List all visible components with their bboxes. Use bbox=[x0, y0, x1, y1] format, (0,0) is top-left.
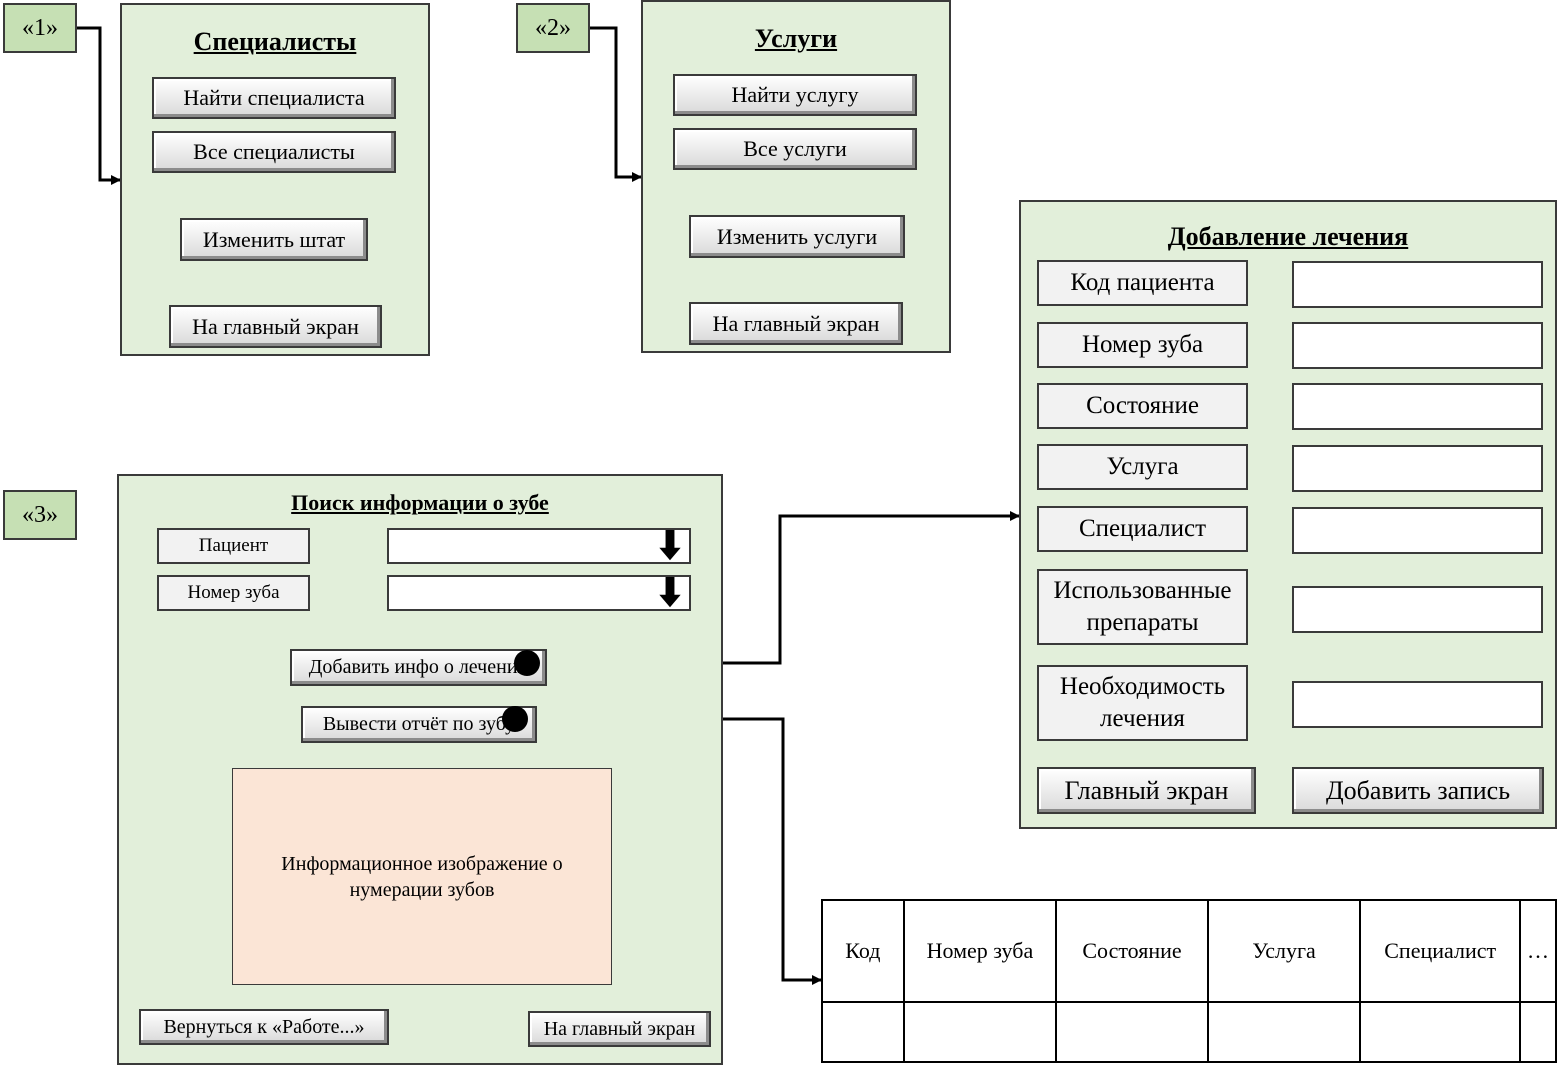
specialists-panel: Специалисты Найти специалиста Все специа… bbox=[120, 3, 430, 356]
specialist-input[interactable] bbox=[1292, 507, 1543, 554]
field-label-treatment-need: Необходимость лечения bbox=[1037, 665, 1248, 741]
add-record-button[interactable]: Добавить запись bbox=[1292, 767, 1544, 814]
change-services-button[interactable]: Изменить услуги bbox=[689, 215, 905, 258]
find-specialist-button[interactable]: Найти специалиста bbox=[152, 77, 396, 119]
table-header-row: Код Номер зуба Состояние Услуга Специали… bbox=[821, 899, 1557, 1003]
add-treatment-panel: Добавление лечения Код пациента Номер зу… bbox=[1019, 200, 1557, 829]
connector-2 bbox=[590, 26, 642, 182]
table-row bbox=[821, 1001, 1557, 1063]
back-to-work-button[interactable]: Вернуться к «Работе...» bbox=[139, 1009, 389, 1045]
tag-2: «2» bbox=[516, 3, 590, 53]
tooth-number-select[interactable] bbox=[387, 575, 691, 611]
table-cell bbox=[821, 1001, 905, 1063]
column-header-tooth-number: Номер зуба bbox=[902, 899, 1058, 1003]
add-treatment-home-button[interactable]: Главный экран bbox=[1037, 767, 1256, 814]
table-cell bbox=[1359, 1001, 1522, 1063]
column-header-condition: Состояние bbox=[1055, 899, 1209, 1003]
tag-1: «1» bbox=[3, 3, 77, 53]
add-treatment-title: Добавление лечения bbox=[1167, 222, 1409, 251]
table-cell bbox=[1519, 1001, 1557, 1063]
patient-label: Пациент bbox=[157, 528, 310, 564]
tooth-search-home-button[interactable]: На главный экран bbox=[528, 1011, 711, 1047]
tooth-search-title: Поиск информации о зубе bbox=[291, 490, 549, 515]
service-input[interactable] bbox=[1292, 445, 1543, 492]
condition-input[interactable] bbox=[1292, 383, 1543, 430]
column-header-service: Услуга bbox=[1206, 899, 1362, 1003]
tooth-number-label: Номер зуба bbox=[157, 575, 310, 611]
add-treatment-info-button[interactable]: Добавить инфо о лечении bbox=[290, 649, 547, 686]
patient-select[interactable] bbox=[387, 528, 691, 564]
chevron-down-icon bbox=[659, 577, 681, 608]
tooth-report-button[interactable]: Вывести отчёт по зубу bbox=[301, 706, 537, 743]
connector-1 bbox=[77, 26, 121, 185]
field-label-condition: Состояние bbox=[1037, 383, 1248, 429]
tooth-numbering-image: Информационное изображение о нумерации з… bbox=[232, 768, 612, 985]
change-staff-button[interactable]: Изменить штат bbox=[180, 218, 368, 261]
all-specialists-button[interactable]: Все специалисты bbox=[152, 131, 396, 173]
treatment-need-input[interactable] bbox=[1292, 681, 1543, 728]
specialists-home-button[interactable]: На главный экран bbox=[169, 305, 382, 348]
used-drugs-input[interactable] bbox=[1292, 586, 1543, 633]
field-label-specialist: Специалист bbox=[1037, 506, 1248, 552]
services-home-button[interactable]: На главный экран bbox=[689, 302, 903, 345]
all-services-button[interactable]: Все услуги bbox=[673, 128, 917, 170]
field-label-tooth-number: Номер зуба bbox=[1037, 322, 1248, 368]
find-service-button[interactable]: Найти услугу bbox=[673, 74, 917, 116]
services-title: Услуги bbox=[754, 24, 838, 53]
patient-code-input[interactable] bbox=[1292, 261, 1543, 308]
table-cell bbox=[1055, 1001, 1209, 1063]
tooth-search-panel: Поиск информации о зубе Пациент Номер зу… bbox=[117, 474, 723, 1065]
field-label-patient-code: Код пациента bbox=[1037, 260, 1248, 306]
column-header-more: … bbox=[1519, 899, 1557, 1003]
field-label-used-drugs: Использованные препараты bbox=[1037, 569, 1248, 645]
column-header-specialist: Специалист bbox=[1359, 899, 1522, 1003]
table-cell bbox=[902, 1001, 1058, 1063]
specialists-title: Специалисты bbox=[193, 27, 357, 56]
services-panel: Услуги Найти услугу Все услуги Изменить … bbox=[641, 0, 951, 353]
tag-3: «3» bbox=[3, 490, 77, 540]
chevron-down-icon bbox=[659, 530, 681, 561]
field-label-service: Услуга bbox=[1037, 444, 1248, 490]
table-cell bbox=[1206, 1001, 1362, 1063]
tooth-report-table: Код Номер зуба Состояние Услуга Специали… bbox=[821, 899, 1557, 1063]
tooth-number-input[interactable] bbox=[1292, 322, 1543, 369]
column-header-code: Код bbox=[821, 899, 905, 1003]
